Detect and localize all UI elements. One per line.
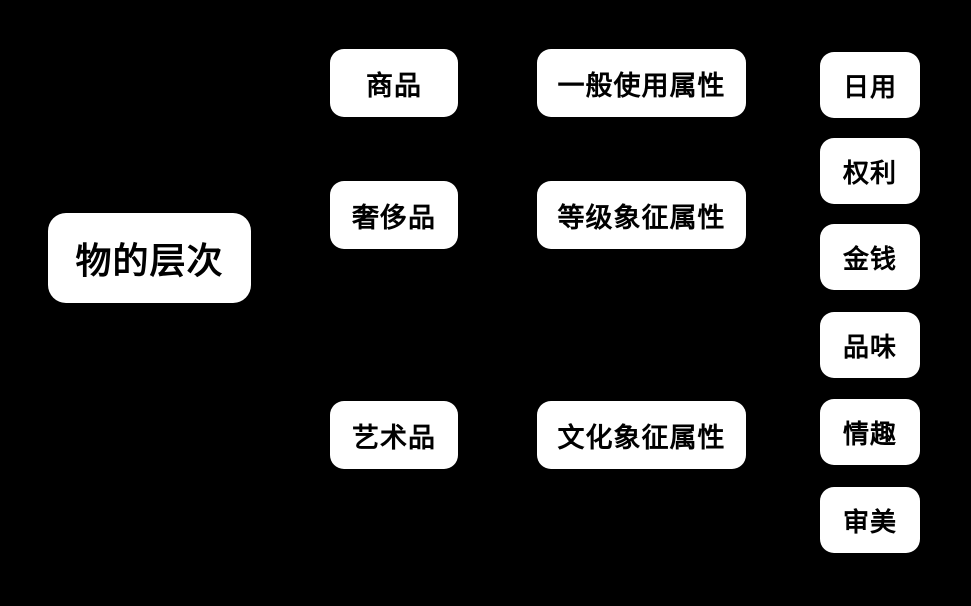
node-commodity: 商品: [330, 49, 458, 117]
node-taste: 品味: [820, 312, 920, 378]
node-money: 金钱: [820, 224, 920, 290]
node-levels-of-objects: 物的层次: [48, 213, 251, 303]
node-daily-use: 日用: [820, 52, 920, 118]
node-cultural-symbol-attribute: 文化象征属性: [537, 401, 746, 469]
node-status-symbol-attribute: 等级象征属性: [537, 181, 746, 249]
node-artwork: 艺术品: [330, 401, 458, 469]
node-delight: 情趣: [820, 399, 920, 465]
node-aesthetics: 审美: [820, 487, 920, 553]
node-power: 权利: [820, 138, 920, 204]
node-general-use-attribute: 一般使用属性: [537, 49, 746, 117]
node-luxury-goods: 奢侈品: [330, 181, 458, 249]
